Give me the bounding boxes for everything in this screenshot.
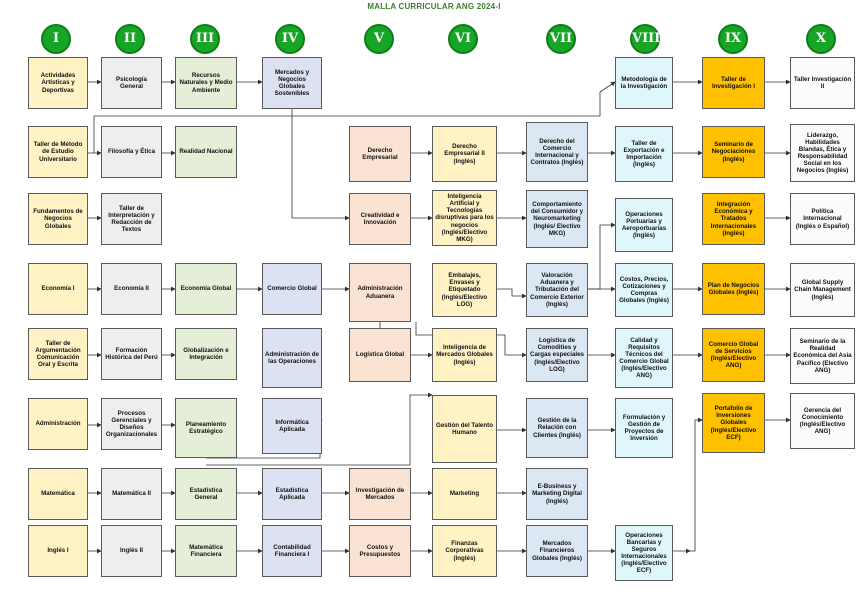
course-informatica-aplicada[interactable]: Informática Aplicada <box>262 398 322 454</box>
course-taller-exportacion-importacion[interactable]: Taller de Exportación e Importación (Ing… <box>615 126 673 182</box>
course-taller-metodo-estudio[interactable]: Taller de Método de Estudio Universitari… <box>28 126 88 178</box>
course-liderazgo-habilidades[interactable]: Liderazgo, Habilidades Blandas, Ética y … <box>790 124 855 182</box>
course-recursos-naturales[interactable]: Recursos Naturales y Medio Ambiente <box>175 57 237 109</box>
course-logistica-global[interactable]: Logística Global <box>349 328 411 382</box>
course-administracion[interactable]: Administración <box>28 398 88 450</box>
course-ebusiness-marketing-digital[interactable]: E-Business y Marketing Digital (Inglés) <box>526 468 588 520</box>
course-finanzas-corporativas[interactable]: Finanzas Corporativas (Inglés) <box>432 525 497 577</box>
course-matematica[interactable]: Matemática <box>28 468 88 520</box>
course-operaciones-portuarias[interactable]: Operaciones Portuarias y Aeroportuarias … <box>615 198 673 252</box>
semester-circle-10: X <box>806 24 836 54</box>
course-costos-precios-cotizaciones[interactable]: Costos, Precios, Cotizaciones y Compras … <box>615 263 673 317</box>
course-estadistica-aplicada[interactable]: Estadística Aplicada <box>262 468 322 520</box>
semester-circle-4: IV <box>275 24 305 54</box>
course-administracion-operaciones[interactable]: Administración de las Operaciones <box>262 328 322 388</box>
semester-circle-9: IX <box>718 24 748 54</box>
course-filosofia-etica[interactable]: Filosofía y Ética <box>101 126 162 178</box>
course-operaciones-bancarias[interactable]: Operaciones Bancarias y Seguros Internac… <box>615 525 673 581</box>
course-realidad-nacional[interactable]: Realidad Nacional <box>175 126 237 178</box>
course-calidad-requisitos-tecnicos[interactable]: Calidad y Requisitos Técnicos del Comerc… <box>615 328 673 388</box>
course-integracion-economica[interactable]: Integración Económica y Tratados Interna… <box>702 193 765 245</box>
course-matematica-financiera[interactable]: Matemática Financiera <box>175 525 237 577</box>
course-creatividad-innovacion[interactable]: Creatividad e Innovación <box>349 193 411 245</box>
course-economia-1[interactable]: Economía I <box>28 263 88 315</box>
page-title: MALLA CURRICULAR ANG 2024-I <box>367 2 501 11</box>
course-global-supply-chain[interactable]: Global Supply Chain Management (Inglés) <box>790 263 855 317</box>
semester-circle-8: VIII <box>630 24 660 54</box>
course-globalizacion-integracion[interactable]: Globalización e Integración <box>175 328 237 380</box>
semester-circle-7: VII <box>546 24 576 54</box>
course-economia-global[interactable]: Economía Global <box>175 263 237 315</box>
course-logistica-comodities[interactable]: Logística de Comodities y Cargas especia… <box>526 328 588 382</box>
course-taller-investigacion-2[interactable]: Taller Investigación II <box>790 57 855 109</box>
course-mercados-negocios-sostenibles[interactable]: Mercados y Negocios Globales Sostenibles <box>262 57 322 109</box>
course-gestion-relacion-clientes[interactable]: Gestión de la Relación con Clientes (Ing… <box>526 398 588 458</box>
course-ingles-1[interactable]: Inglés I <box>28 525 88 577</box>
course-gerencia-conocimiento[interactable]: Gerencia del Conocimiento (Inglés/Electi… <box>790 393 855 449</box>
course-procesos-gerenciales[interactable]: Procesos Gerenciales y Diseños Organizac… <box>101 398 162 450</box>
course-estadistica-general[interactable]: Estadística General <box>175 468 237 520</box>
semester-circle-2: II <box>115 24 145 54</box>
course-plan-negocios-globales[interactable]: Plan de Negocios Globales (Inglés) <box>702 263 765 315</box>
course-valoracion-aduanera[interactable]: Valoración Aduanera y Tributación del Co… <box>526 263 588 317</box>
course-comercio-global-servicios[interactable]: Comercio Global de Servicios (Inglés/Ele… <box>702 328 765 382</box>
course-psicologia-general[interactable]: Psicología General <box>101 57 162 109</box>
course-mercados-financieros-globales[interactable]: Mercados Financieros Globales (Inglés) <box>526 525 588 577</box>
course-economia-2[interactable]: Economía II <box>101 263 162 315</box>
semester-circle-1: I <box>41 24 71 54</box>
course-inteligencia-artificial[interactable]: Inteligencia Artificial y Tecnologías di… <box>432 190 497 246</box>
course-taller-interpretacion[interactable]: Taller de Interpretación y Redacción de … <box>101 193 162 245</box>
course-matematica-2[interactable]: Matemática II <box>101 468 162 520</box>
course-inteligencia-mercados[interactable]: Inteligencia de Mercados Globales (Inglé… <box>432 328 497 382</box>
course-derecho-empresarial-2[interactable]: Derecho Empresarial II (Inglés) <box>432 126 497 182</box>
course-formacion-historica[interactable]: Formación Histórica del Perú <box>101 328 162 380</box>
course-comportamiento-consumidor[interactable]: Comportamiento del Consumidor y Neuromar… <box>526 190 588 248</box>
course-taller-argumentacion[interactable]: Taller de Argumentación Comunicación Ora… <box>28 328 88 380</box>
course-gestion-talento-humano[interactable]: Gestión del Talento Humano <box>432 395 497 463</box>
course-comercio-global[interactable]: Comercio Global <box>262 263 322 315</box>
course-politica-internacional[interactable]: Política Internacional (Inglés o Español… <box>790 193 855 245</box>
course-formulacion-proyectos[interactable]: Formulación y Gestión de Proyectos de In… <box>615 398 673 458</box>
course-actividades-artisticas[interactable]: Actividades Artísticas y Deportivas <box>28 57 88 109</box>
course-taller-investigacion-1[interactable]: Taller de Investigación I <box>702 57 765 109</box>
course-derecho-comercio-internacional[interactable]: Derecho del Comercio Internacional y Con… <box>526 122 588 182</box>
semester-circle-5: V <box>364 24 394 54</box>
course-embalajes-envases[interactable]: Embalajes, Envases y Etiquetado (Inglés/… <box>432 263 497 317</box>
semester-circle-6: VI <box>448 24 478 54</box>
course-ingles-2[interactable]: Inglés II <box>101 525 162 577</box>
course-portafolio-inversiones[interactable]: Portafolio de Inversiones Globales (Ingl… <box>702 393 765 453</box>
course-seminario-asia-pacifico[interactable]: Seminario de la Realidad Económica del A… <box>790 328 855 384</box>
course-planeamiento-estrategico[interactable]: Planeamiento Estratégico <box>175 398 237 458</box>
course-fundamentos-negocios[interactable]: Fundamentos de Negocios Globales <box>28 193 88 245</box>
course-derecho-empresarial[interactable]: Derecho Empresarial <box>349 126 411 182</box>
course-investigacion-mercados[interactable]: Investigación de Mercados <box>349 468 411 520</box>
semester-circle-3: III <box>190 24 220 54</box>
course-seminario-negociaciones[interactable]: Seminario de Negociaciones (Inglés) <box>702 126 765 178</box>
course-marketing[interactable]: Marketing <box>432 468 497 520</box>
course-costos-presupuestos[interactable]: Costos y Presupuestos <box>349 525 411 577</box>
course-administracion-aduanera[interactable]: Administración Aduanera <box>349 263 411 322</box>
course-contabilidad-financiera[interactable]: Contabilidad Financiera I <box>262 525 322 577</box>
course-metodologia-investigacion[interactable]: Metodología de la Investigación <box>615 57 673 109</box>
